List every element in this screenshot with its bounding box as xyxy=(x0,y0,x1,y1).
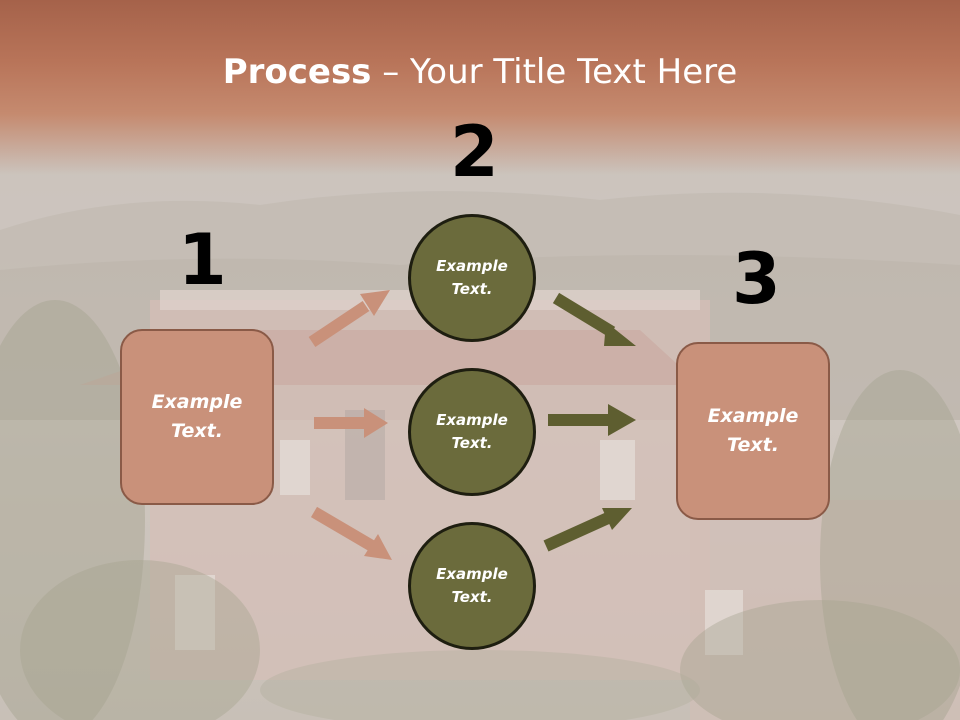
title-bold: Process xyxy=(222,52,372,92)
step-number-2: 2 xyxy=(450,111,499,193)
circle-middle[interactable]: Example Text. xyxy=(408,368,536,496)
right-box[interactable]: Example Text. xyxy=(676,342,830,520)
title-band xyxy=(0,0,960,175)
title-rest: – Your Title Text Here xyxy=(371,52,738,92)
arrow-right-bottom xyxy=(543,512,611,552)
circle-middle-text: Example Text. xyxy=(436,411,508,452)
step-number-3: 3 xyxy=(732,238,781,320)
arrow-right-top xyxy=(552,292,616,338)
arrow-left-top xyxy=(308,301,370,347)
arrowhead-left-middle xyxy=(364,408,388,438)
slide-title: Process – Your Title Text Here xyxy=(0,52,960,92)
circle-top[interactable]: Example Text. xyxy=(408,214,536,342)
circle-bottom-text: Example Text. xyxy=(436,565,508,606)
circle-bottom[interactable]: Example Text. xyxy=(408,522,536,650)
arrow-left-bottom xyxy=(310,506,376,552)
step-number-1: 1 xyxy=(178,219,227,301)
left-box-text: Example Text. xyxy=(151,391,243,442)
arrowhead-right-middle xyxy=(608,404,636,436)
arrowhead-right-bottom xyxy=(602,508,632,530)
circle-top-text: Example Text. xyxy=(436,257,508,298)
arrowhead-left-bottom xyxy=(364,534,392,560)
arrowhead-right-top xyxy=(604,322,636,346)
right-box-text: Example Text. xyxy=(707,405,799,456)
left-box[interactable]: Example Text. xyxy=(120,329,274,505)
arrowhead-left-top xyxy=(360,290,390,316)
